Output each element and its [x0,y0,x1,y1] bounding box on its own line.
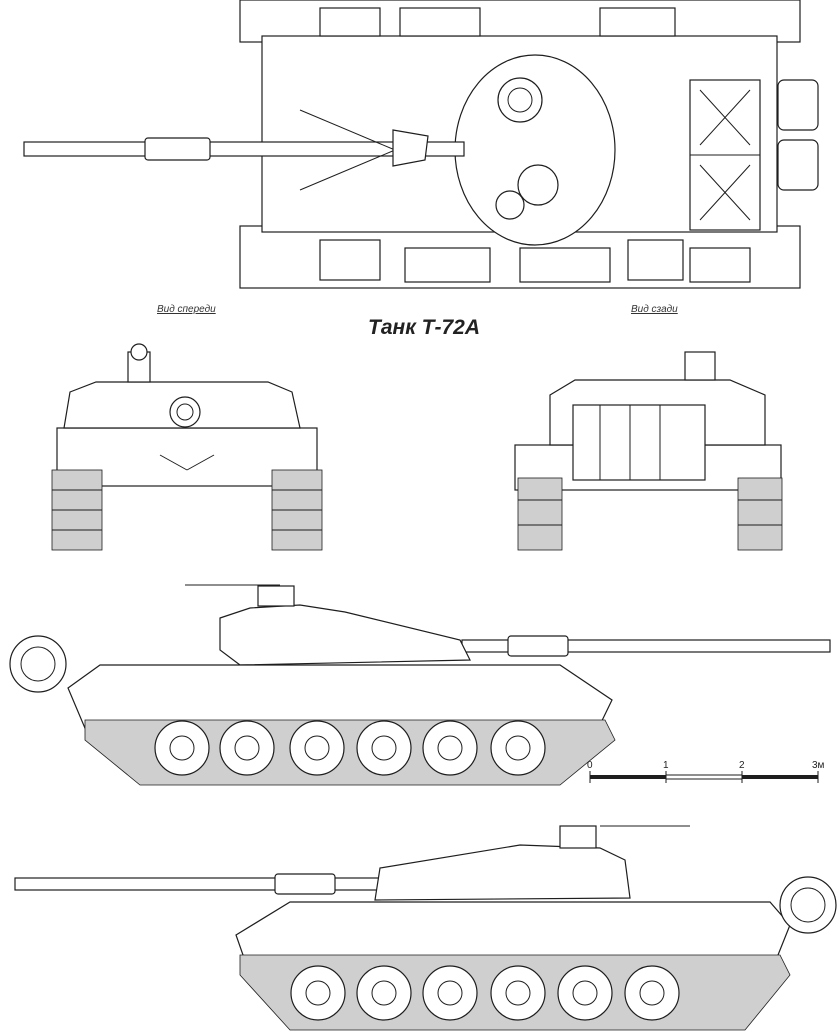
rear-view [514,351,783,551]
drawing-title: Танк Т-72А [368,316,481,339]
top-view-rear-drum-2 [777,139,819,191]
top-view-fume-extractor [144,137,211,161]
top-view-commander-hatch [497,77,543,123]
front-view-caption: Вид спереди [157,304,216,315]
rear-view-stowage-box [572,404,706,481]
side-view-left-road-wheel-3 [422,965,478,1021]
side-view-right-road-wheel-4 [356,720,412,776]
side-view-left-road-wheel-1 [290,965,346,1021]
front-view [51,343,323,551]
rear-view-caption: Вид сзади [631,304,678,315]
side-view-right-rear-drum [9,635,67,693]
side-view-left-road-wheel-4 [490,965,546,1021]
side-view-left-road-wheel-6 [624,965,680,1021]
side-view-right-turret [219,604,471,666]
side-view-right [9,584,831,786]
side-view-right-cupola [257,585,295,607]
side-view-right-road-wheel-6 [490,720,546,776]
side-view-left-cupola [559,825,597,849]
front-view-gun-muzzle [169,396,201,428]
rear-view-commander-cupola [684,351,716,381]
top-view [23,0,819,289]
side-view-right-road-wheel-3 [289,720,345,776]
top-view-gunner-hatch [517,164,559,206]
side-view-left-turret [374,844,631,901]
side-view-right-road-wheel-5 [422,720,478,776]
top-view-rear-drum-1 [777,79,819,131]
side-view-left [14,825,837,1031]
side-view-left-road-wheel-2 [356,965,412,1021]
side-view-left-road-wheel-5 [557,965,613,1021]
side-view-right-track [84,719,616,786]
rear-view-left-track [517,477,563,551]
side-view-left-rear-drum [779,876,837,934]
scale-bar [589,771,819,783]
scale-tick-1: 1 [663,760,669,771]
side-view-right-road-wheel-2 [219,720,275,776]
scale-tick-0: 0 [587,760,593,771]
scale-tick-3: 3м [812,760,825,771]
top-view-gun-barrel [23,141,465,157]
side-view-right-road-wheel-1 [154,720,210,776]
scale-tick-2: 2 [739,760,745,771]
rear-view-right-track [737,477,783,551]
